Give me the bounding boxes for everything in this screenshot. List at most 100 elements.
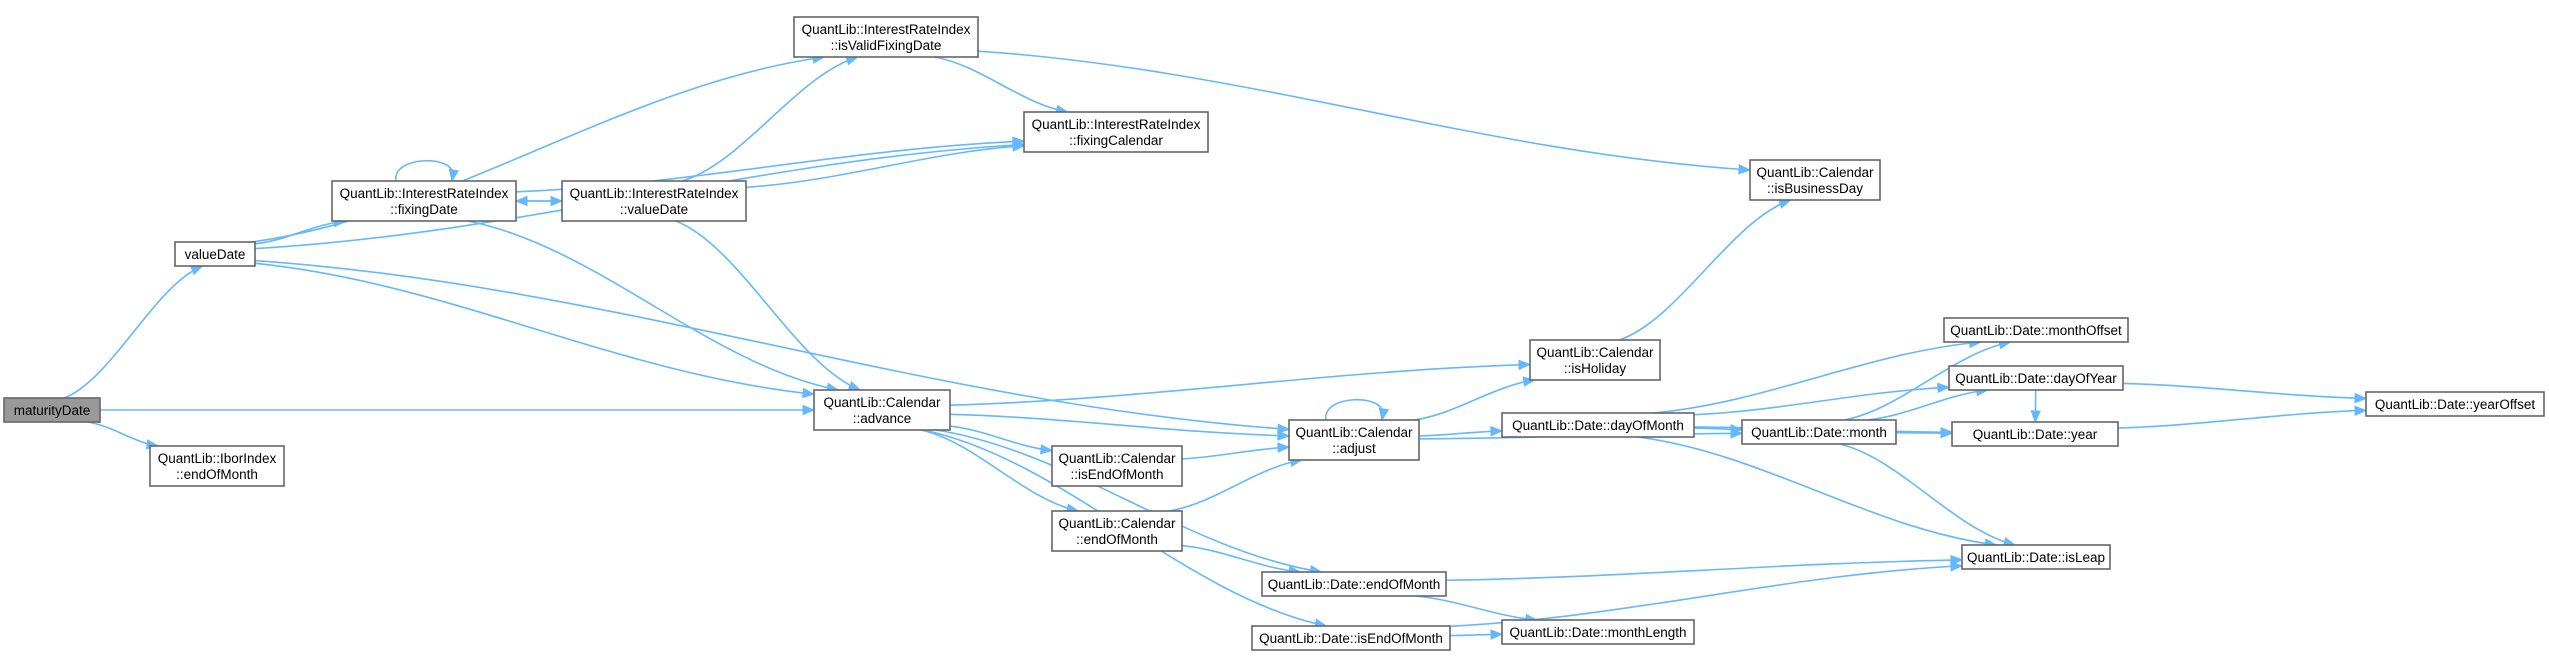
node-calIsBusinessDay[interactable]: QuantLib::Calendar::isBusinessDay <box>1749 159 1881 201</box>
node-dateYear[interactable]: QuantLib::Date::year <box>1951 421 2119 447</box>
node-calAdvance[interactable]: QuantLib::Calendar::advance <box>813 389 951 431</box>
node-box[interactable] <box>1501 412 1695 438</box>
node-dateDayOfYear[interactable]: QuantLib::Date::dayOfYear <box>1948 365 2124 391</box>
edge-arrowhead <box>2354 405 2368 416</box>
edge-irFixingDate-to-calAdvance <box>467 220 840 393</box>
node-box[interactable] <box>793 16 979 58</box>
node-box[interactable] <box>561 180 747 222</box>
node-label: ::valueDate <box>620 202 688 217</box>
edge-line <box>1414 595 1538 621</box>
node-box[interactable] <box>1749 159 1881 201</box>
node-box[interactable] <box>1261 571 1447 597</box>
node-label: valueDate <box>185 247 246 262</box>
node-box[interactable] <box>174 241 256 267</box>
edge-irValueDate-to-irIsValidFixingDate <box>682 55 859 182</box>
edge-line <box>395 159 453 182</box>
node-calEndOfMonth[interactable]: QuantLib::Calendar::endOfMonth <box>1051 510 1183 552</box>
node-box[interactable] <box>1951 421 2119 447</box>
node-irFixingCalendar[interactable]: QuantLib::InterestRateIndex::fixingCalen… <box>1023 111 1209 153</box>
edge-arrowhead <box>1518 359 1532 371</box>
node-dateYearOffset[interactable]: QuantLib::Date::yearOffset <box>2365 391 2545 417</box>
node-label: QuantLib::Date::dayOfMonth <box>1512 418 1684 433</box>
edge-dateDayOfYear-to-dateYearOffset <box>2122 382 2368 404</box>
edge-maturityDate-to-iborEndOfMonth <box>87 421 160 450</box>
edge-line <box>1168 459 1303 512</box>
edge-line <box>1414 379 1535 421</box>
edge-line <box>1619 199 1791 341</box>
edge-calAdvance-to-calIsEndOfMonth <box>949 425 1054 455</box>
node-irFixingDate[interactable]: QuantLib::InterestRateIndex::fixingDate <box>331 180 517 222</box>
node-irIsValidFixingDate[interactable]: QuantLib::InterestRateIndex::isValidFixi… <box>793 16 979 58</box>
edge-calAdvance-to-calAdjust <box>949 413 1291 441</box>
node-box[interactable] <box>1529 339 1661 381</box>
node-box[interactable] <box>1023 111 1209 153</box>
node-dateIsEndOfMonth[interactable]: QuantLib::Date::isEndOfMonth <box>1251 625 1451 651</box>
node-valueDate[interactable]: valueDate <box>174 241 256 267</box>
node-box[interactable] <box>813 389 951 431</box>
node-box[interactable] <box>3 397 101 423</box>
node-dateEndOfMonth[interactable]: QuantLib::Date::endOfMonth <box>1261 571 1447 597</box>
node-box[interactable] <box>1051 510 1183 552</box>
edges-layer <box>64 50 2368 640</box>
node-box[interactable] <box>1948 365 2124 391</box>
node-box[interactable] <box>2365 391 2545 417</box>
edge-calAdjust-to-calAdjust <box>1325 398 1390 422</box>
node-dateMonth[interactable]: QuantLib::Date::month <box>1741 419 1897 445</box>
edge-line <box>977 50 1751 171</box>
node-label: maturityDate <box>14 403 91 418</box>
node-box[interactable] <box>149 445 285 487</box>
edge-line <box>2117 409 2367 429</box>
edge-arrowhead <box>847 380 862 391</box>
edge-dateMonth-to-dateIsLeap <box>1839 443 2017 548</box>
edge-dateYear-to-dateYearOffset <box>2117 405 2368 429</box>
edge-line <box>254 262 815 395</box>
node-calAdjust[interactable]: QuantLib::Calendar::adjust <box>1288 419 1420 461</box>
edge-arrowhead <box>189 265 204 276</box>
node-label: QuantLib::Calendar <box>1536 345 1654 360</box>
node-label: ::advance <box>853 411 912 426</box>
edge-irValueDate-to-irFixingCalendar <box>745 141 1026 189</box>
node-iborEndOfMonth[interactable]: QuantLib::IborIndex::endOfMonth <box>149 445 285 487</box>
edge-line <box>1653 341 1981 414</box>
edge-arrowhead <box>2354 392 2368 404</box>
edge-dateDayOfYear-to-dateYear <box>2030 389 2041 424</box>
edge-calAdjust-to-dateDayOfMonth <box>1418 425 1504 437</box>
node-label: QuantLib::Date::month <box>1751 425 1887 440</box>
edge-arrowhead <box>1040 444 1054 455</box>
node-maturityDate[interactable]: maturityDate <box>3 397 101 423</box>
node-dateMonthOffset[interactable]: QuantLib::Date::monthOffset <box>1943 317 2129 343</box>
edge-arrowhead <box>448 168 460 183</box>
edge-irValueDate-to-irFixingDate <box>514 195 562 207</box>
edge-line <box>251 56 825 243</box>
node-box[interactable] <box>1251 625 1451 651</box>
node-box[interactable] <box>1288 419 1420 461</box>
node-box[interactable] <box>1961 544 2111 570</box>
node-irValueDate[interactable]: QuantLib::InterestRateIndex::valueDate <box>561 180 747 222</box>
node-box[interactable] <box>1501 619 1695 645</box>
edge-line <box>1325 398 1383 421</box>
node-calIsHoliday[interactable]: QuantLib::Calendar::isHoliday <box>1529 339 1661 381</box>
edge-irFixingDate-to-irFixingDate <box>395 159 460 183</box>
edge-arrowhead <box>802 404 816 416</box>
node-box[interactable] <box>331 180 517 222</box>
node-dateMonthLength[interactable]: QuantLib::Date::monthLength <box>1501 619 1695 645</box>
node-label: ::isValidFixingDate <box>831 38 942 53</box>
edge-arrowhead <box>1277 430 1291 441</box>
edge-irIsValidFixingDate-to-calIsBusinessDay <box>977 50 1752 175</box>
node-calIsEndOfMonth[interactable]: QuantLib::Calendar::isEndOfMonth <box>1051 445 1183 487</box>
edge-line <box>675 220 861 391</box>
edge-valueDate-to-calAdjust <box>254 259 1291 434</box>
node-box[interactable] <box>1943 317 2129 343</box>
edge-line <box>1181 544 1301 573</box>
edge-dateDayOfMonth-to-dateDayOfYear <box>1693 382 1951 416</box>
edge-arrowhead <box>1490 629 1504 640</box>
edge-line <box>949 413 1290 437</box>
edge-line <box>1637 436 1997 546</box>
node-box[interactable] <box>1741 419 1897 445</box>
node-box[interactable] <box>1051 445 1183 487</box>
node-dateDayOfMonth[interactable]: QuantLib::Date::dayOfMonth <box>1501 412 1695 438</box>
edge-line <box>1445 559 1963 582</box>
node-label: QuantLib::Date::monthLength <box>1509 625 1686 640</box>
node-dateIsLeap[interactable]: QuantLib::Date::isLeap <box>1961 544 2111 570</box>
edge-valueDate-to-calAdvance <box>254 262 816 399</box>
